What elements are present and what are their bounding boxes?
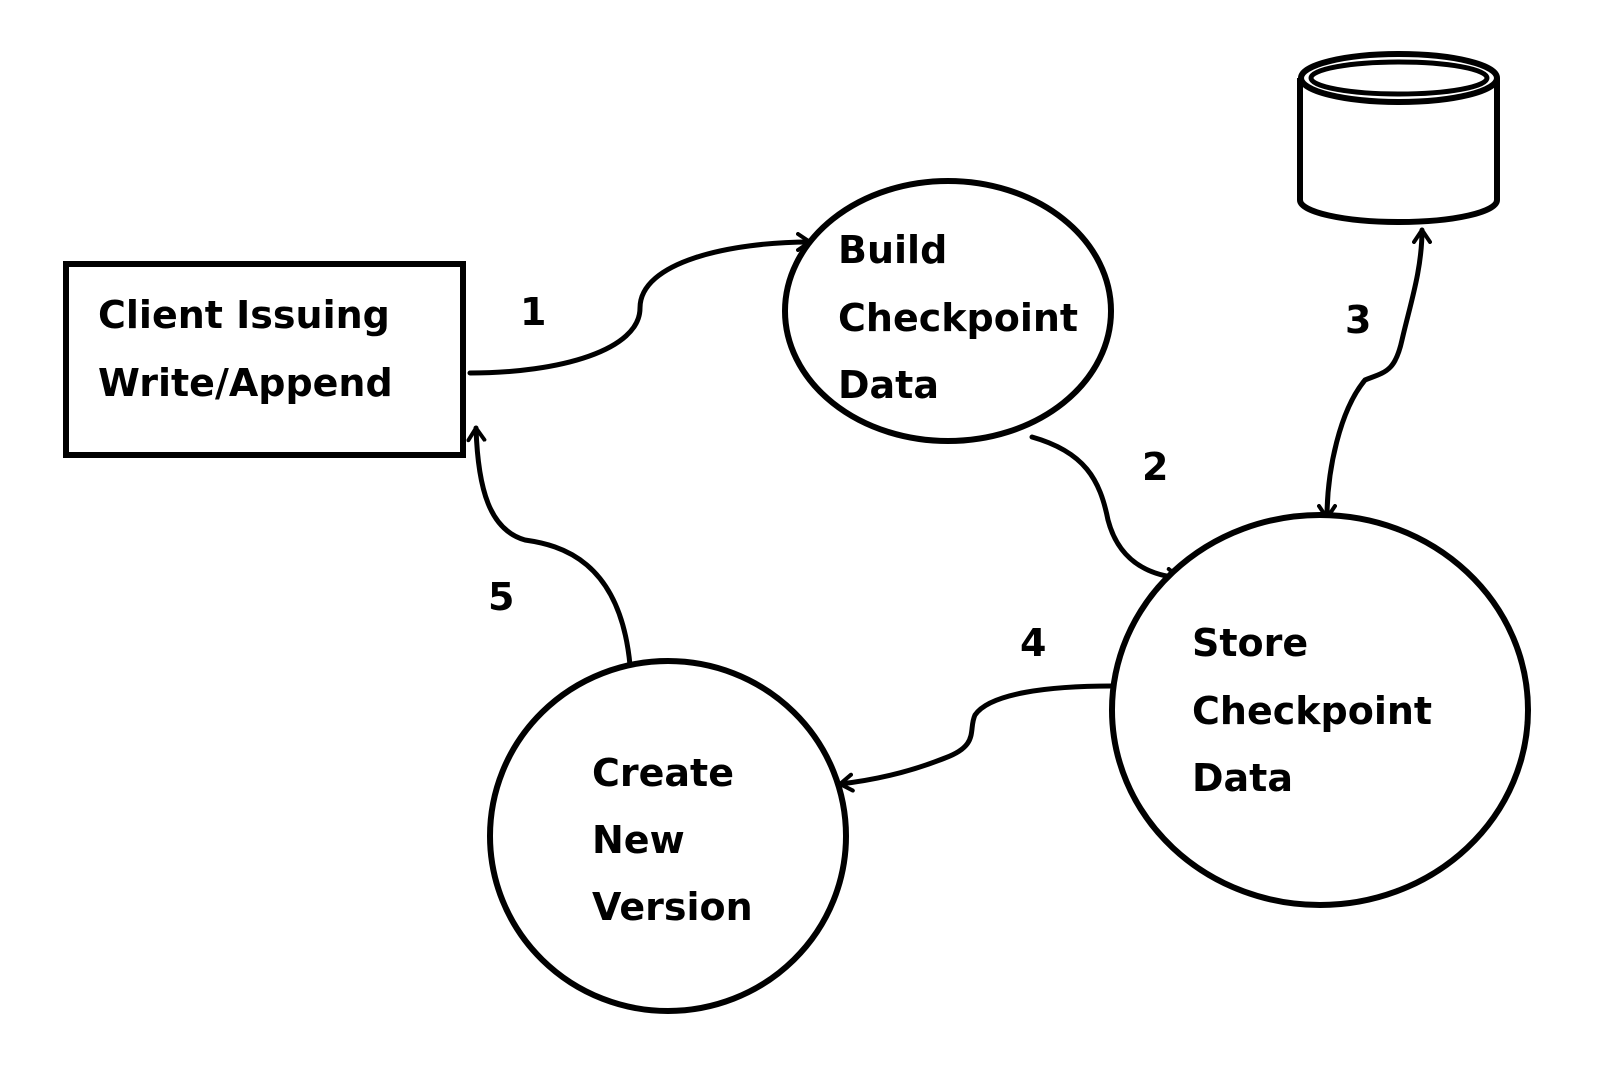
edge-5-create-to-client	[466, 425, 633, 668]
create-label-line1: Create	[592, 751, 734, 795]
node-store-checkpoint-data: Store Checkpoint Data	[1109, 512, 1531, 908]
store-label-line3: Data	[1192, 756, 1293, 800]
edge-2-build-to-store	[1029, 434, 1183, 587]
edge-label-1: 1	[520, 290, 546, 334]
database-cylinder-icon	[1297, 51, 1500, 226]
edge-label-3: 3	[1345, 298, 1371, 342]
node-build-checkpoint-data: Build Checkpoint Data	[782, 178, 1114, 444]
edge-4-store-to-create	[837, 683, 1115, 793]
node-client-issuing-write-append: Client Issuing Write/Append	[63, 261, 466, 458]
edge-label-5: 5	[488, 575, 514, 619]
build-label-line2: Checkpoint	[838, 296, 1078, 340]
edge-label-2: 2	[1142, 445, 1168, 489]
build-label-line3: Data	[838, 363, 939, 407]
create-label-line3: Version	[592, 885, 753, 929]
build-label-line1: Build	[838, 228, 947, 272]
edge-label-4: 4	[1020, 621, 1046, 665]
store-label-line2: Checkpoint	[1192, 689, 1432, 733]
edge-1-client-to-build	[467, 232, 813, 376]
node-create-new-version: Create New Version	[487, 658, 849, 1014]
edge-3-store-to-storage	[1317, 227, 1432, 521]
client-label-line1: Client Issuing	[98, 293, 390, 337]
client-label-line2: Write/Append	[98, 361, 393, 405]
create-label-line2: New	[592, 818, 685, 862]
store-label-line1: Store	[1192, 621, 1308, 665]
